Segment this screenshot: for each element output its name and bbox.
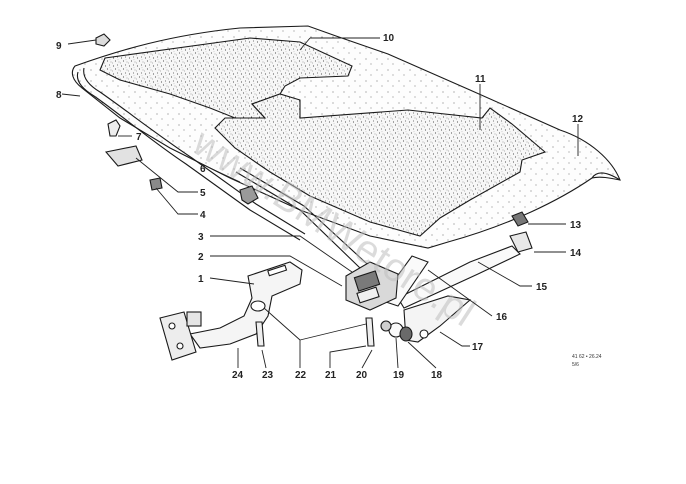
- washer-part-20: [380, 320, 392, 332]
- callout-10: 10: [383, 33, 395, 44]
- callout-17: 17: [472, 342, 484, 353]
- bracket-part-5: [104, 145, 143, 167]
- weatherstrip-seal: [76, 71, 301, 241]
- nut-part-18: [399, 326, 413, 342]
- callout-2: 2: [198, 252, 204, 263]
- callout-labels: 9 10 8 11 12 7 6 5 4 13 3 14 2 1 15 16 1…: [56, 33, 584, 381]
- callout-20: 20: [356, 370, 368, 381]
- bolt-part-21: [365, 317, 375, 347]
- washer-part-22: [250, 300, 266, 312]
- callout-11: 11: [475, 74, 486, 85]
- buffer-part-6: [239, 185, 259, 205]
- callout-3: 3: [198, 232, 204, 243]
- callout-14: 14: [570, 248, 582, 259]
- callout-4: 4: [200, 210, 206, 221]
- callout-6: 6: [200, 164, 206, 175]
- callout-8: 8: [56, 90, 62, 101]
- hinge-bracket-1: [189, 261, 303, 349]
- drawing-code-line2: 5/6: [572, 362, 579, 368]
- nut-part-4: [149, 177, 163, 191]
- callout-24: 24: [232, 370, 244, 381]
- callout-23: 23: [262, 370, 274, 381]
- callout-16: 16: [496, 312, 508, 323]
- callout-19: 19: [393, 370, 405, 381]
- drawing-code-line1: 41 62 • 26.24: [572, 354, 602, 360]
- callout-7: 7: [136, 132, 142, 143]
- clip-part-9: [95, 33, 111, 47]
- insulation-mat-lower: [214, 93, 547, 237]
- bolt-part-23: [255, 321, 265, 347]
- callout-21: 21: [325, 370, 337, 381]
- callout-13: 13: [570, 220, 582, 231]
- leader-lines: [61, 37, 579, 369]
- hinge-arm-15: [397, 245, 521, 309]
- callout-15: 15: [536, 282, 548, 293]
- callout-5: 5: [200, 188, 206, 199]
- callout-12: 12: [572, 114, 584, 125]
- pin-part-7: [107, 119, 121, 137]
- callout-9: 9: [56, 41, 62, 52]
- callout-22: 22: [295, 370, 307, 381]
- callout-18: 18: [431, 370, 443, 381]
- callout-1: 1: [198, 274, 204, 285]
- nut-part-13: [511, 211, 529, 227]
- bumper-part-14: [509, 231, 533, 253]
